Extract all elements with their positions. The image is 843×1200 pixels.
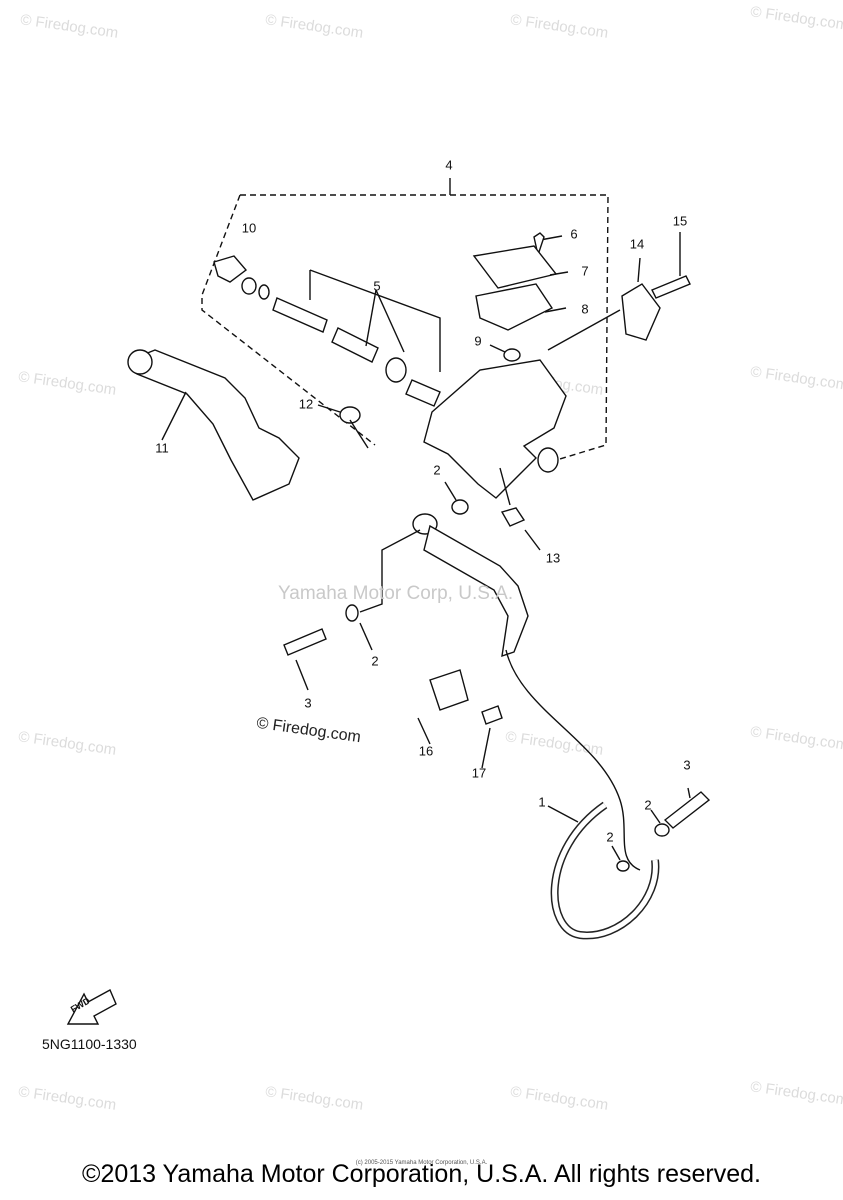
part-2-washer <box>451 499 469 515</box>
part-17-bolt <box>481 705 503 725</box>
part-code: 5NG1100-1330 <box>42 1036 137 1052</box>
callout-3: 3 <box>304 695 312 711</box>
assembly-outline <box>240 194 609 466</box>
callout-11: 11 <box>155 440 169 456</box>
copyright-small: (c) 2005-2015 Yamaha Motor Corporation, … <box>355 1160 488 1166</box>
part-3-bolt <box>283 628 327 656</box>
fwd-arrow <box>66 989 117 1025</box>
callout-8: 8 <box>581 301 589 317</box>
part-3-bolt <box>663 791 711 829</box>
part-12-pivot <box>339 406 361 424</box>
callout-7: 7 <box>581 263 589 279</box>
part-5-piston <box>272 297 328 333</box>
part-10-washer <box>241 277 257 295</box>
part-7-cover <box>472 245 558 289</box>
callout-17: 17 <box>471 765 487 781</box>
callout-2: 2 <box>371 653 379 669</box>
callout-14: 14 <box>629 236 645 252</box>
part-15-bolt <box>651 275 691 299</box>
part-1-hose-lower <box>550 801 660 940</box>
callout-13: 13 <box>545 550 561 566</box>
part-8-diaphragm <box>475 283 554 331</box>
assembly-outline <box>201 194 376 446</box>
callout-5: 5 <box>373 278 381 294</box>
callout-2: 2 <box>644 797 652 813</box>
callout-2: 2 <box>606 829 614 845</box>
part-2-washer <box>345 604 359 622</box>
part-10-washer <box>258 284 270 300</box>
part-9-float <box>503 348 521 362</box>
part-14-clamp <box>621 283 661 341</box>
center-watermark: Yamaha Motor Corp, U.S.A. <box>278 583 514 604</box>
callout-10: 10 <box>241 220 257 236</box>
part-11-lever <box>134 349 300 501</box>
callout-12: 12 <box>298 396 314 412</box>
callout-3: 3 <box>683 757 691 773</box>
part-5-spring <box>405 379 441 407</box>
part-2-washer <box>654 823 670 837</box>
callout-6: 6 <box>570 226 578 242</box>
copyright: ©2013 Yamaha Motor Corporation, U.S.A. A… <box>82 1160 761 1188</box>
callout-4: 4 <box>445 157 453 173</box>
master-cylinder-port <box>537 447 559 473</box>
master-cylinder-body <box>423 359 567 499</box>
callout-16: 16 <box>418 743 434 759</box>
callout-9: 9 <box>474 333 482 349</box>
part-11-lever-tip <box>127 349 153 375</box>
callout-1: 1 <box>538 794 546 810</box>
callout-15: 15 <box>672 213 688 229</box>
callout-2: 2 <box>433 462 441 478</box>
part-16-guide <box>429 669 469 711</box>
part-1-hose-upper <box>423 524 529 658</box>
part-5-cup <box>331 327 379 363</box>
part-2-washer <box>616 860 630 872</box>
part-13-nut <box>500 507 526 527</box>
part-10-cap <box>213 255 248 283</box>
part-5-seal <box>385 357 407 383</box>
part-1-hose-line <box>505 649 641 871</box>
